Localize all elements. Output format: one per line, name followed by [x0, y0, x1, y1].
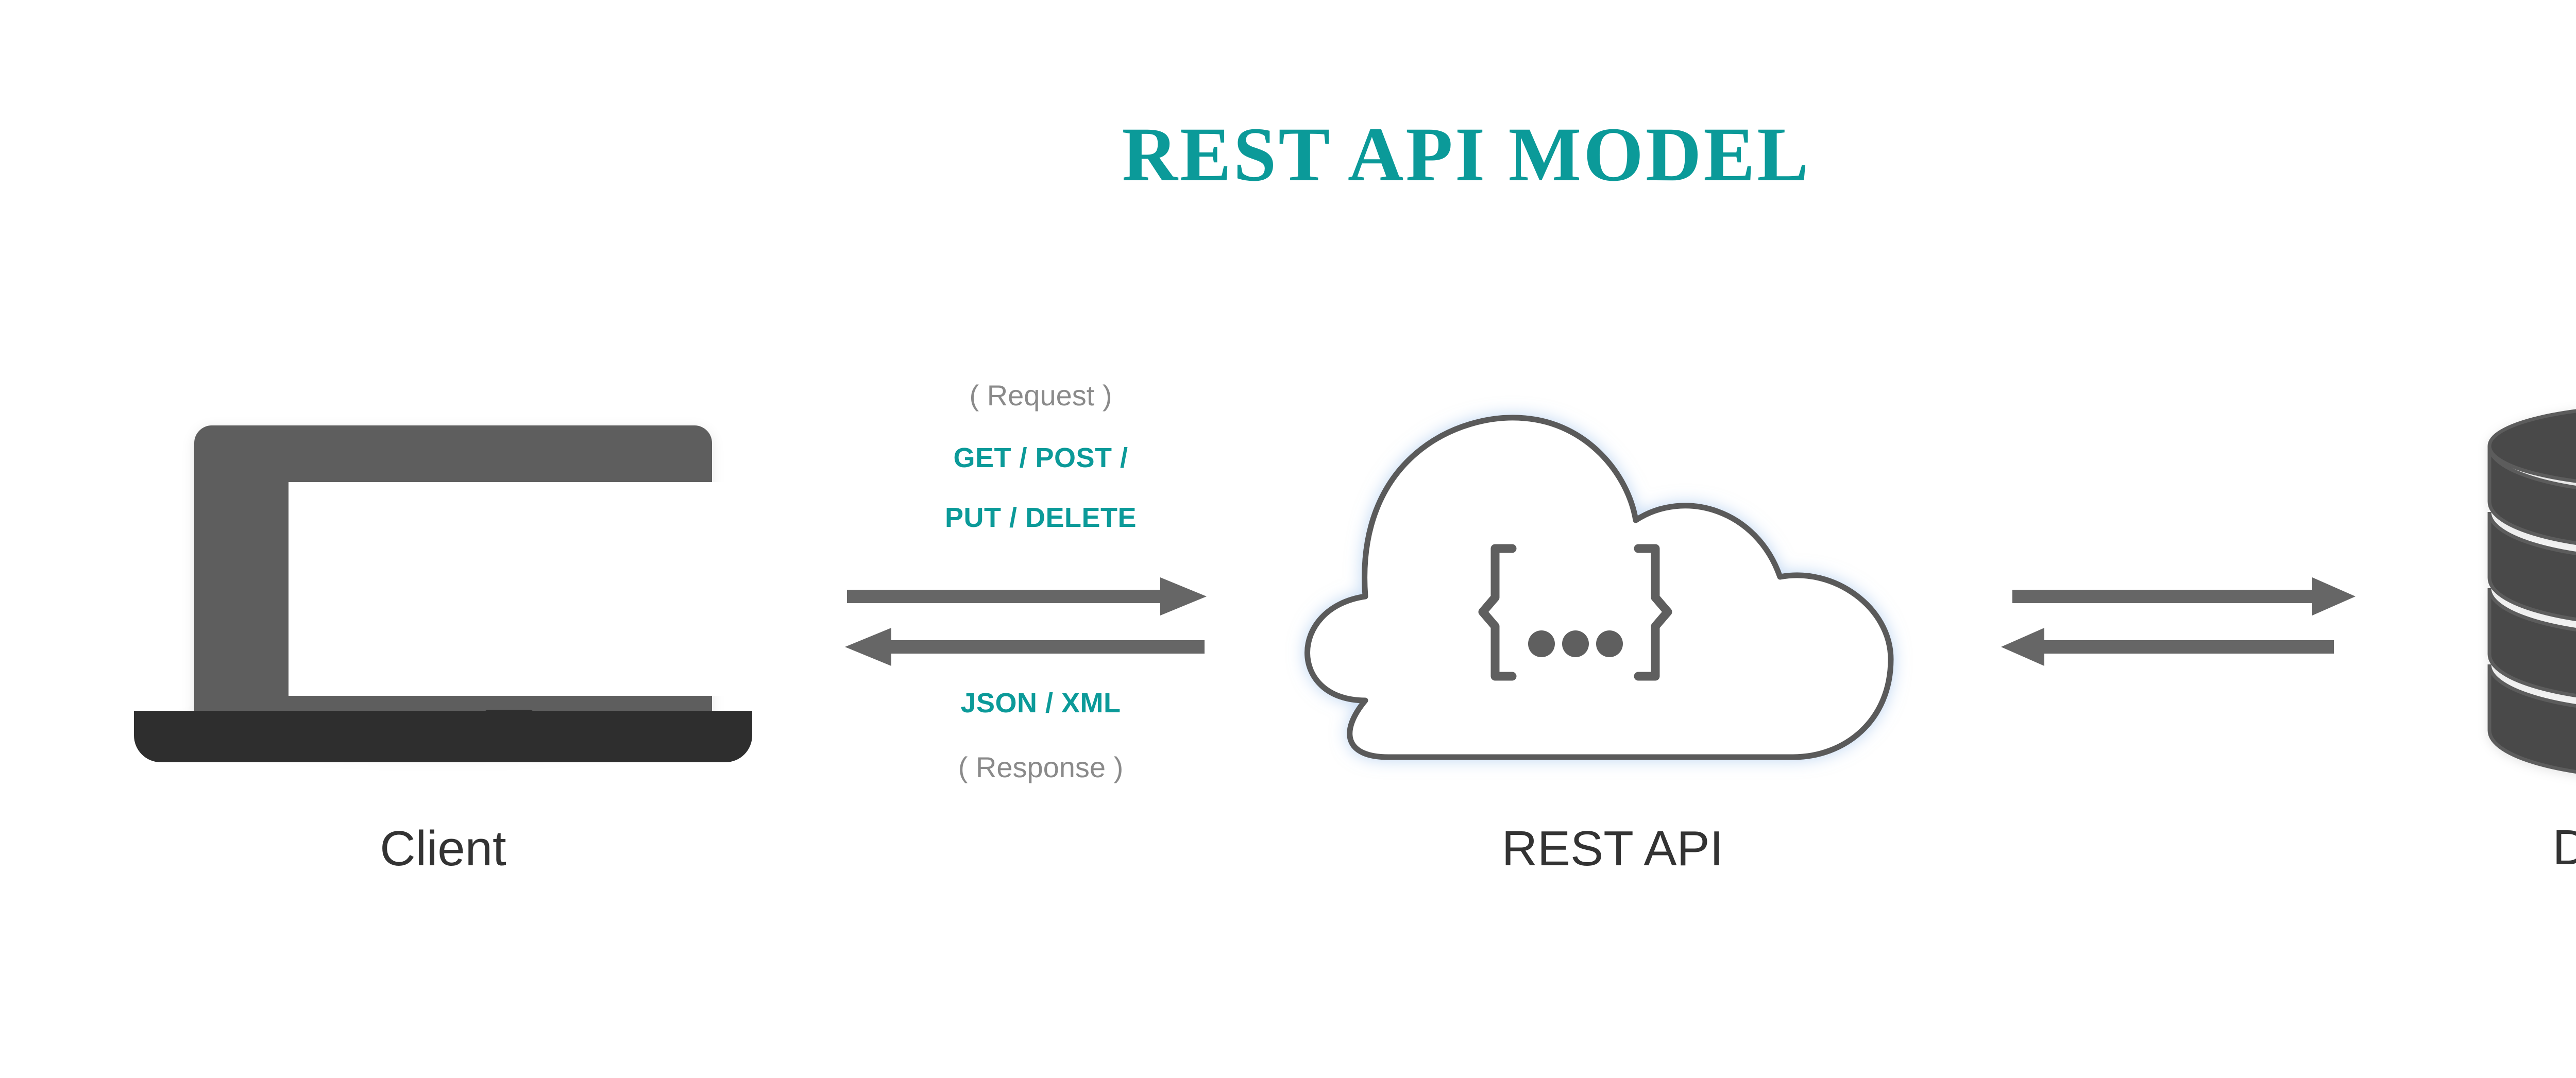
rest-api-label: REST API [1501, 821, 1724, 876]
api-to-database-arrow-icon [2012, 577, 2355, 615]
laptop-screen [289, 482, 738, 696]
database-disk-top [2487, 446, 2576, 545]
request-methods-line2: PUT / DELETE [944, 502, 1137, 533]
laptop-base [134, 711, 752, 762]
request-arrow-icon [847, 577, 1207, 615]
ellipsis-dots-icon [1528, 630, 1623, 657]
code-braces-ellipsis-icon [1478, 544, 1672, 681]
database-disk-2 [2487, 511, 2576, 621]
page-title: REST API MODEL [1122, 112, 1811, 197]
response-arrow-icon [845, 628, 1205, 666]
database-disk-bottom [2487, 664, 2576, 774]
laptop-icon [134, 407, 752, 778]
database-disk-3 [2487, 588, 2576, 697]
response-paren-label: ( Response ) [958, 751, 1124, 783]
cloud-shape [1304, 415, 1894, 760]
database-top-cap [2487, 409, 2576, 483]
database-cylinder-icon [2468, 397, 2576, 788]
client-label: Client [380, 821, 506, 876]
laptop-lid [194, 425, 738, 728]
response-formats-label: JSON / XML [960, 688, 1121, 718]
request-methods-line1: GET / POST / [953, 442, 1128, 473]
database-to-api-arrow-icon [2001, 628, 2334, 666]
client-api-arrow-pair [840, 559, 1231, 672]
request-paren-label: ( Request ) [969, 379, 1112, 412]
api-database-arrow-pair [2001, 559, 2401, 672]
database-label: Database [2552, 820, 2576, 875]
cloud-icon [1278, 391, 1947, 788]
